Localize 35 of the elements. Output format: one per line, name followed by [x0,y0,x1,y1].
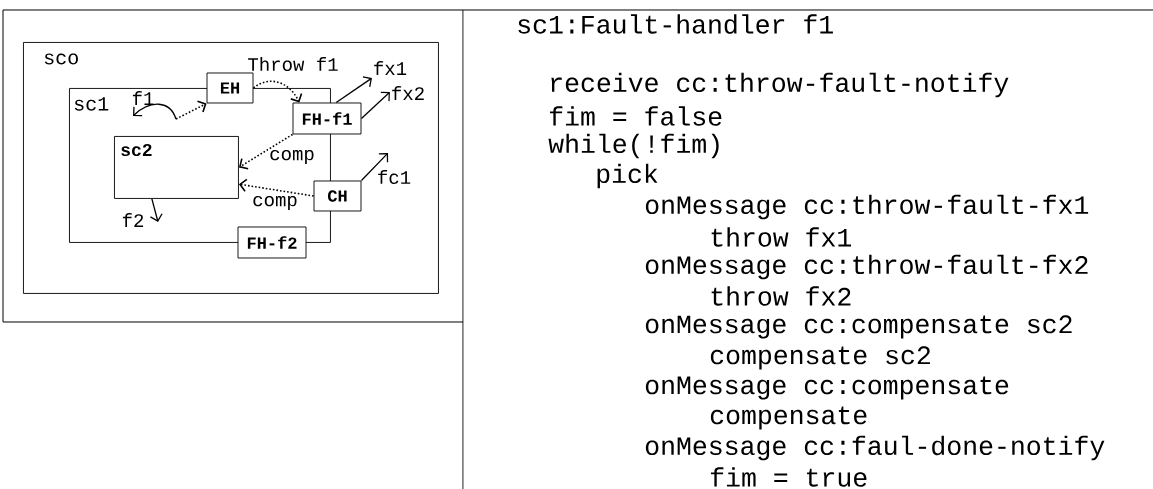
edge-label: fx2 [389,85,427,101]
handler-box: FH-f1 [292,102,362,135]
fault-label: f1 [132,91,154,105]
handler-box: FH-f2 [237,226,307,259]
code-line: fim = false [550,106,722,126]
handler-box: EH [206,72,254,104]
code-line: sc1:Fault-handler f1 [518,14,833,34]
code-line: throw fx1 [711,227,851,247]
edge-label: comp [251,194,299,212]
container-box: sc2 [114,136,239,199]
code-line: while(!fim) [548,133,719,159]
code-line: onMessage cc:compensate [645,376,1009,400]
code-line: receive cc:throw-fault-notify [551,72,1009,98]
code-line: onMessage cc:compensate sc2 [645,315,1072,339]
code-line: throw fx2 [711,286,851,306]
code-line: fim = true [711,467,867,487]
edge-label: f2 [120,212,146,228]
edge-label: Throw f1 [246,56,340,72]
arrow [360,153,389,182]
handler-box: CH [313,180,362,212]
code-line: compensate sc2 [710,346,930,370]
edge-label: comp [268,148,316,166]
arrow [238,178,315,197]
edge-label: fx1 [371,60,409,76]
edge-label: fc1 [375,169,413,185]
arrow [360,91,390,120]
arrow [335,76,372,104]
arrow [149,198,163,222]
code-line: compensate [710,406,867,430]
arrow [175,100,207,120]
code-line: onMessage cc:throw-fault-fx1 [645,194,1089,220]
code-line: onMessage cc:throw-fault-fx2 [645,254,1088,280]
code-line: onMessage cc:faul-done-notify [645,435,1105,461]
arrow [238,133,294,170]
code-line: pick [597,163,658,189]
